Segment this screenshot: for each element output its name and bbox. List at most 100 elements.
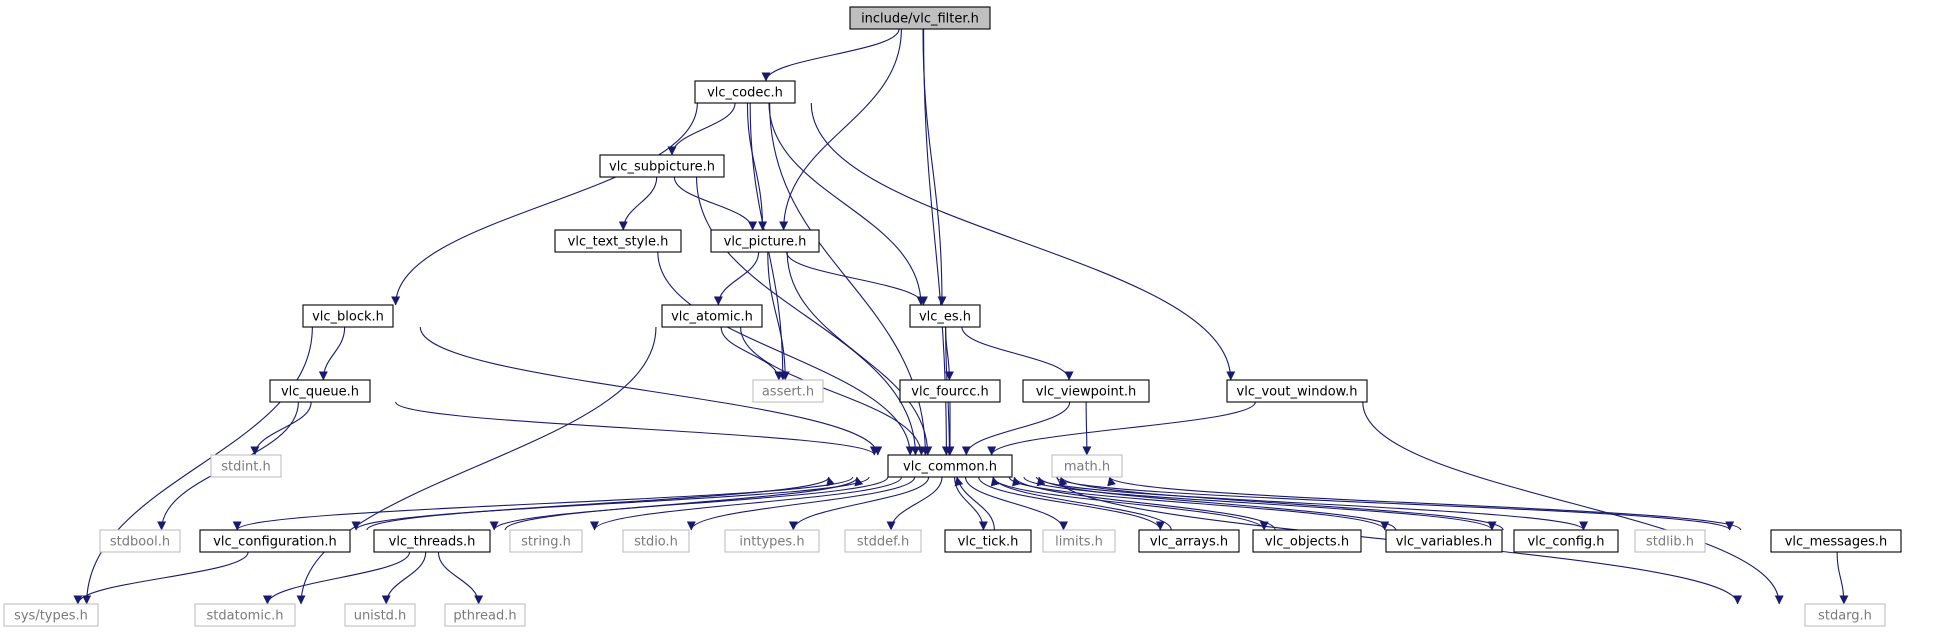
- node-vlc-codec[interactable]: vlc_codec.h: [694, 80, 796, 104]
- node-box-vlc-filter: [849, 6, 991, 30]
- node-inttypes: inttypes.h: [724, 529, 820, 553]
- node-stdbool: stdbool.h: [99, 529, 181, 553]
- node-vlc-arrays[interactable]: vlc_arrays.h: [1138, 529, 1240, 553]
- node-vlc-messages[interactable]: vlc_messages.h: [1770, 529, 1902, 553]
- edge-vlc-vout-window-to-vlc-common: [987, 401, 1256, 456]
- edge-vlc-tick-to-vlc-common: [954, 476, 995, 531]
- node-box-vlc-messages: [1770, 529, 1902, 553]
- node-vlc-subpicture[interactable]: vlc_subpicture.h: [599, 154, 725, 178]
- node-box-vlc-config: [1513, 529, 1619, 553]
- node-label-sys-types: sys/types.h: [14, 609, 88, 624]
- edge-vlc-threads-to-vlc-common: [504, 476, 864, 531]
- node-vlc-config[interactable]: vlc_config.h: [1513, 529, 1619, 553]
- node-vlc-variables[interactable]: vlc_variables.h: [1385, 529, 1503, 553]
- node-label-stdarg: stdarg.h: [1818, 609, 1872, 624]
- node-limits: limits.h: [1042, 529, 1116, 553]
- node-vlc-vout-window[interactable]: vlc_vout_window.h: [1226, 379, 1368, 403]
- edge-vlc-queue-to-stdint: [250, 401, 312, 456]
- edge-vlc-codec-to-vlc-block: [391, 102, 698, 306]
- edge-vlc-common-to-stdio: [686, 476, 916, 531]
- node-box-vlc-picture: [710, 229, 820, 253]
- edge-vlc-vout-window-to-stdarg: [1362, 401, 1784, 605]
- node-box-stdbool: [99, 529, 181, 553]
- node-label-vlc-block: vlc_block.h: [312, 310, 384, 325]
- node-vlc-filter[interactable]: include/vlc_filter.h: [849, 6, 991, 30]
- edge-vlc-messages-to-stdarg: [1836, 551, 1849, 605]
- node-vlc-tick[interactable]: vlc_tick.h: [944, 529, 1032, 553]
- edge-vlc-common-to-stddef: [886, 476, 943, 531]
- edge-vlc-subpicture-to-vlc-text-style: [618, 176, 658, 231]
- edge-vlc-filter-to-vlc-codec: [761, 28, 900, 82]
- node-label-vlc-atomic: vlc_atomic.h: [671, 310, 753, 325]
- node-vlc-text-style[interactable]: vlc_text_style.h: [554, 229, 682, 253]
- node-box-vlc-codec: [694, 80, 796, 104]
- node-vlc-objects[interactable]: vlc_objects.h: [1252, 529, 1362, 553]
- node-label-vlc-vout-window: vlc_vout_window.h: [1237, 385, 1358, 400]
- node-box-inttypes: [724, 529, 820, 553]
- edge-vlc-messages-to-vlc-common: [1107, 476, 1742, 531]
- edge-vlc-common-to-vlc-config: [1023, 476, 1497, 531]
- node-box-vlc-queue: [269, 379, 371, 403]
- node-vlc-configuration[interactable]: vlc_configuration.h: [199, 529, 351, 553]
- edge-vlc-configuration-to-vlc-common: [366, 476, 835, 531]
- node-vlc-es[interactable]: vlc_es.h: [909, 304, 981, 328]
- node-stdatomic: stdatomic.h: [194, 603, 296, 627]
- node-box-vlc-tick: [944, 529, 1032, 553]
- nodes-layer: include/vlc_filter.h vlc_codec.h vlc_subpi…: [3, 6, 1902, 627]
- node-sys-types: sys/types.h: [3, 603, 99, 627]
- edge-vlc-configuration-to-sys-types: [73, 551, 249, 605]
- node-label-stdatomic: stdatomic.h: [207, 609, 284, 624]
- node-box-vlc-common: [887, 454, 1013, 478]
- node-vlc-threads[interactable]: vlc_threads.h: [373, 529, 491, 553]
- node-label-vlc-text-style: vlc_text_style.h: [568, 235, 669, 250]
- node-box-vlc-text-style: [554, 229, 682, 253]
- node-box-vlc-es: [909, 304, 981, 328]
- edge-vlc-variables-to-vlc-common: [1036, 476, 1397, 531]
- edge-vlc-picture-to-vlc-common: [786, 251, 933, 456]
- edge-vlc-queue-to-vlc-common: [395, 401, 879, 456]
- node-label-vlc-subpicture: vlc_subpicture.h: [609, 160, 715, 175]
- node-vlc-block[interactable]: vlc_block.h: [302, 304, 394, 328]
- edge-vlc-atomic-to-vlc-common: [740, 326, 926, 456]
- node-vlc-common[interactable]: vlc_common.h: [887, 454, 1013, 478]
- node-stdio: stdio.h: [622, 529, 690, 553]
- edge-vlc-objects-to-vlc-common: [1012, 476, 1276, 531]
- edge-vlc-threads-to-unistd: [381, 551, 427, 605]
- node-box-vlc-atomic: [661, 304, 763, 328]
- node-vlc-queue[interactable]: vlc_queue.h: [269, 379, 371, 403]
- node-box-vlc-fourcc: [899, 379, 1001, 403]
- node-box-math: [1051, 454, 1123, 478]
- node-label-vlc-codec: vlc_codec.h: [707, 86, 783, 101]
- node-box-string: [509, 529, 583, 553]
- node-label-limits: limits.h: [1055, 535, 1103, 550]
- node-label-vlc-tick: vlc_tick.h: [958, 535, 1019, 550]
- node-label-pthread: pthread.h: [453, 609, 516, 624]
- edge-vlc-config-to-vlc-common: [1058, 476, 1504, 531]
- node-label-vlc-fourcc: vlc_fourcc.h: [911, 385, 988, 400]
- node-vlc-atomic[interactable]: vlc_atomic.h: [661, 304, 763, 328]
- edge-vlc-subpicture-to-vlc-picture: [673, 176, 758, 231]
- edge-vlc-block-to-sys-types: [82, 326, 313, 605]
- edge-vlc-common-to-vlc-messages: [1055, 476, 1734, 531]
- node-label-vlc-picture: vlc_picture.h: [724, 235, 807, 250]
- node-label-math: math.h: [1064, 460, 1110, 475]
- node-vlc-fourcc[interactable]: vlc_fourcc.h: [899, 379, 1001, 403]
- node-box-sys-types: [3, 603, 99, 627]
- edge-vlc-viewpoint-to-vlc-common: [961, 401, 1071, 456]
- node-label-stdbool: stdbool.h: [110, 535, 170, 550]
- node-stddef: stddef.h: [844, 529, 922, 553]
- node-stdlib: stdlib.h: [1634, 529, 1706, 553]
- node-label-assert: assert.h: [762, 385, 814, 400]
- edge-vlc-common-to-vlc-variables: [1008, 476, 1390, 531]
- node-string: string.h: [509, 529, 583, 553]
- node-vlc-picture[interactable]: vlc_picture.h: [710, 229, 820, 253]
- node-box-limits: [1042, 529, 1116, 553]
- edge-vlc-codec-to-vlc-es: [768, 102, 926, 306]
- node-stdarg: stdarg.h: [1804, 603, 1886, 627]
- edge-vlc-common-to-vlc-threads: [489, 476, 889, 531]
- node-box-vlc-objects: [1252, 529, 1362, 553]
- edge-vlc-common-to-inttypes: [788, 476, 930, 531]
- node-vlc-viewpoint[interactable]: vlc_viewpoint.h: [1022, 379, 1150, 403]
- node-label-vlc-threads: vlc_threads.h: [389, 535, 476, 550]
- edge-vlc-common-to-limits: [964, 476, 1068, 531]
